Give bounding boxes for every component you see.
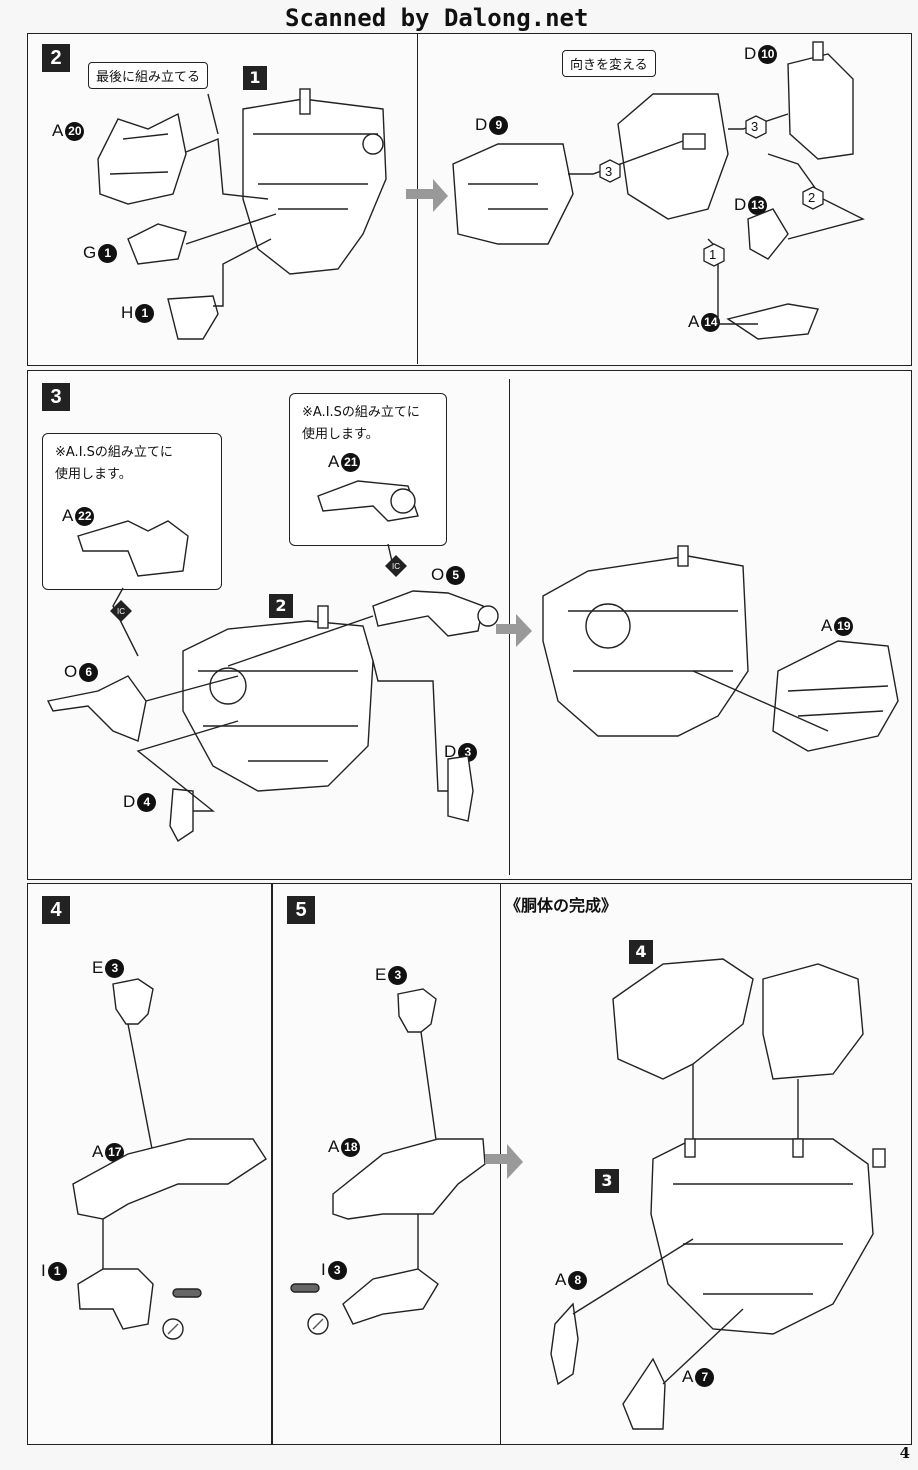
step-4-badge: 4 [42, 896, 70, 924]
ic-mark-right: IC [392, 562, 400, 571]
callout-assemble-last: 最後に組み立てる [88, 62, 209, 89]
note-a22-line2: 使用します。 [55, 467, 132, 482]
note-a21-line1: ※A.I.Sの組み立てに [302, 405, 420, 420]
completion-badge-4: 4 [629, 940, 653, 964]
step-5-drawings [290, 958, 886, 1430]
order-mark-1: 1 [709, 247, 717, 262]
step-3-badge: 3 [42, 383, 70, 411]
order-mark-2: 2 [808, 190, 816, 205]
step-5-badge: 5 [287, 896, 315, 924]
step-2-badge: 2 [42, 44, 70, 72]
order-mark-3b: 3 [751, 119, 759, 134]
ic-mark-left: IC [117, 607, 125, 616]
step-4-drawings [72, 978, 267, 1340]
page-header: Scanned by Dalong.net [0, 0, 918, 38]
note-box-a22: ※A.I.Sの組み立てに使用します。 [42, 433, 222, 590]
completion-badge-3: 3 [595, 1169, 619, 1193]
sub-assembly-1-badge: 1 [243, 66, 267, 90]
page-number: 4 [899, 1444, 910, 1462]
step-2-drawings [97, 41, 865, 340]
note-a22-line1: ※A.I.Sの組み立てに [55, 445, 173, 460]
scan-credit: Scanned by Dalong.net [285, 4, 589, 32]
order-mark-3a: 3 [605, 164, 613, 179]
note-a21-line2: 使用します。 [302, 427, 379, 442]
callout-change-direction: 向きを変える [562, 50, 656, 77]
step-3-panel: 3 ※A.I.Sの組み立てに使用します。 ※A.I.Sの組み立てに使用します。 … [27, 370, 912, 880]
note-box-a21: ※A.I.Sの組み立てに使用します。 [289, 393, 447, 546]
completion-title: 《胴体の完成》 [505, 896, 618, 915]
step-3-drawings: IC IC [46, 480, 899, 843]
sub-assembly-2-badge: 2 [269, 594, 293, 618]
